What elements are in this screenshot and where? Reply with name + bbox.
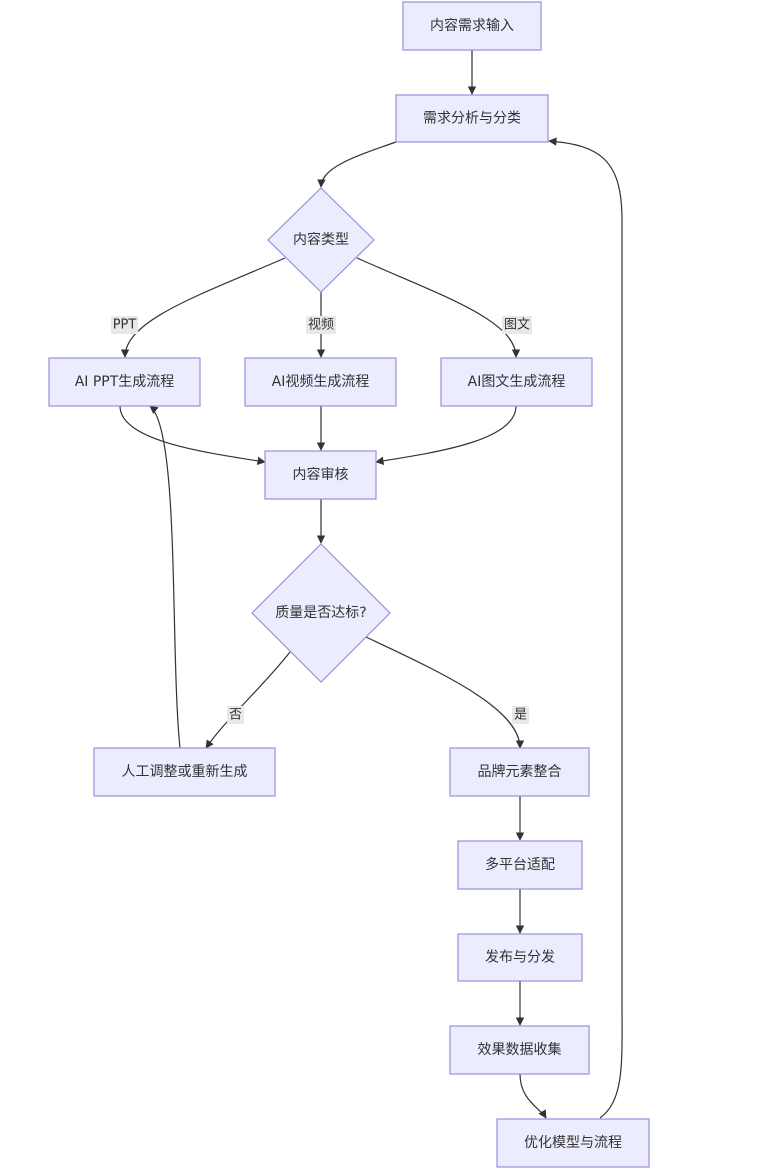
svg-text:人工调整或重新生成: 人工调整或重新生成	[122, 764, 248, 780]
edge-article-review	[375, 405, 517, 465]
svg-text:优化模型与流程: 优化模型与流程	[524, 1135, 622, 1151]
node-manual-adjust: 人工调整或重新生成	[93, 747, 276, 797]
node-requirement-analysis: 需求分析与分类	[395, 94, 549, 143]
svg-text:品牌元素整合: 品牌元素整合	[478, 763, 562, 780]
edge-type-article	[356, 257, 521, 358]
node-data-collection: 效果数据收集	[449, 1025, 590, 1075]
node-multi-platform: 多平台适配	[457, 840, 583, 890]
svg-text:质量是否达标?: 质量是否达标?	[275, 605, 366, 621]
node-brand-integration: 品牌元素整合	[449, 747, 590, 797]
node-ppt-flow: AI PPT生成流程	[48, 357, 201, 407]
svg-text:需求分析与分类: 需求分析与分类	[423, 111, 521, 127]
svg-text:AI PPT生成流程: AI PPT生成流程	[75, 374, 175, 390]
svg-text:AI视频生成流程: AI视频生成流程	[272, 374, 370, 390]
svg-text:内容类型: 内容类型	[293, 231, 349, 248]
node-article-flow: AI图文生成流程	[440, 357, 593, 407]
edge-label-video: 视频	[306, 316, 336, 334]
svg-text:PPT: PPT	[113, 318, 137, 333]
edge-collect-optimize	[519, 1073, 547, 1119]
node-video-flow: AI视频生成流程	[244, 357, 397, 407]
edge-type-ppt	[120, 257, 286, 358]
svg-text:否: 否	[229, 708, 242, 723]
svg-text:AI图文生成流程: AI图文生成流程	[468, 374, 566, 390]
edge-manual-ppt	[149, 405, 181, 749]
node-publish: 发布与分发	[457, 933, 583, 982]
svg-text:图文: 图文	[504, 318, 530, 333]
svg-text:视频: 视频	[308, 318, 334, 333]
svg-text:效果数据收集: 效果数据收集	[478, 1041, 562, 1058]
edge-quality-brand	[365, 636, 525, 749]
edge-label-article: 图文	[502, 316, 532, 334]
edge-label-no: 否	[227, 706, 244, 724]
node-content-review: 内容审核	[264, 450, 377, 500]
svg-text:发布与分发: 发布与分发	[485, 950, 555, 966]
svg-text:内容需求输入: 内容需求输入	[430, 17, 514, 34]
node-content-type: 内容类型	[267, 187, 375, 293]
edge-label-yes: 是	[512, 706, 529, 724]
svg-text:内容审核: 内容审核	[293, 466, 349, 483]
svg-text:是: 是	[514, 708, 527, 723]
edge-optimize-analysis	[548, 137, 623, 1119]
node-content-input: 内容需求输入	[402, 1, 542, 51]
edge-ppt-review	[119, 405, 266, 466]
node-quality-check: 质量是否达标?	[251, 543, 391, 683]
svg-text:多平台适配: 多平台适配	[485, 856, 555, 873]
edge-analysis-type	[317, 141, 397, 188]
edge-quality-manual	[205, 651, 291, 749]
node-optimize: 优化模型与流程	[496, 1118, 650, 1168]
edge-label-ppt: PPT	[111, 316, 138, 334]
